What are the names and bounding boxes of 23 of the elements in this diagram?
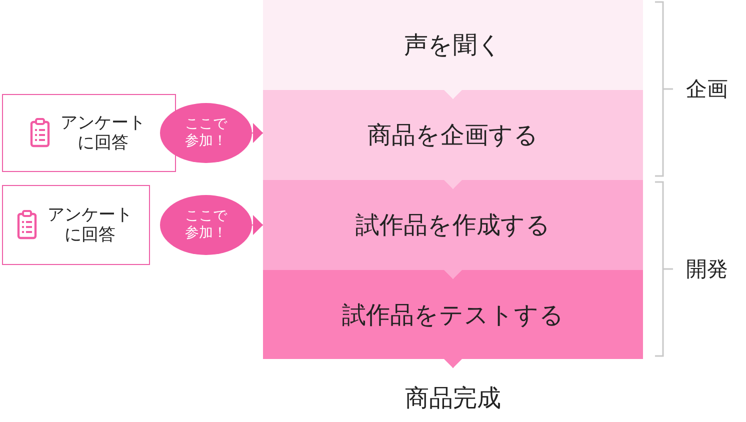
arrow <box>443 179 463 190</box>
process-band <box>263 270 643 359</box>
speech-bubble: ここで参加！ <box>160 103 252 163</box>
survey-text: アンケートに回答 <box>60 112 146 154</box>
arrow <box>250 123 264 143</box>
step-text: 試作品をテストする <box>342 300 564 330</box>
process-band <box>263 180 643 270</box>
arrow <box>250 215 264 235</box>
arrow <box>443 358 463 368</box>
speech-bubble: ここで参加！ <box>160 195 252 255</box>
process-band <box>263 90 643 180</box>
survey-card <box>2 94 176 172</box>
step-text: 声を聞く <box>404 30 502 61</box>
arrow <box>443 89 463 100</box>
process-band <box>263 0 643 90</box>
survey-text: アンケートに回答 <box>46 204 134 246</box>
arrow <box>443 269 463 280</box>
step-text: 商品を企画する <box>368 120 538 151</box>
step-text: 試作品を作成する <box>356 210 550 241</box>
phase-label: 企画 <box>686 76 728 103</box>
survey-card <box>2 185 150 265</box>
result-text: 商品完成 <box>363 368 543 418</box>
phase-label: 開発 <box>686 256 728 283</box>
